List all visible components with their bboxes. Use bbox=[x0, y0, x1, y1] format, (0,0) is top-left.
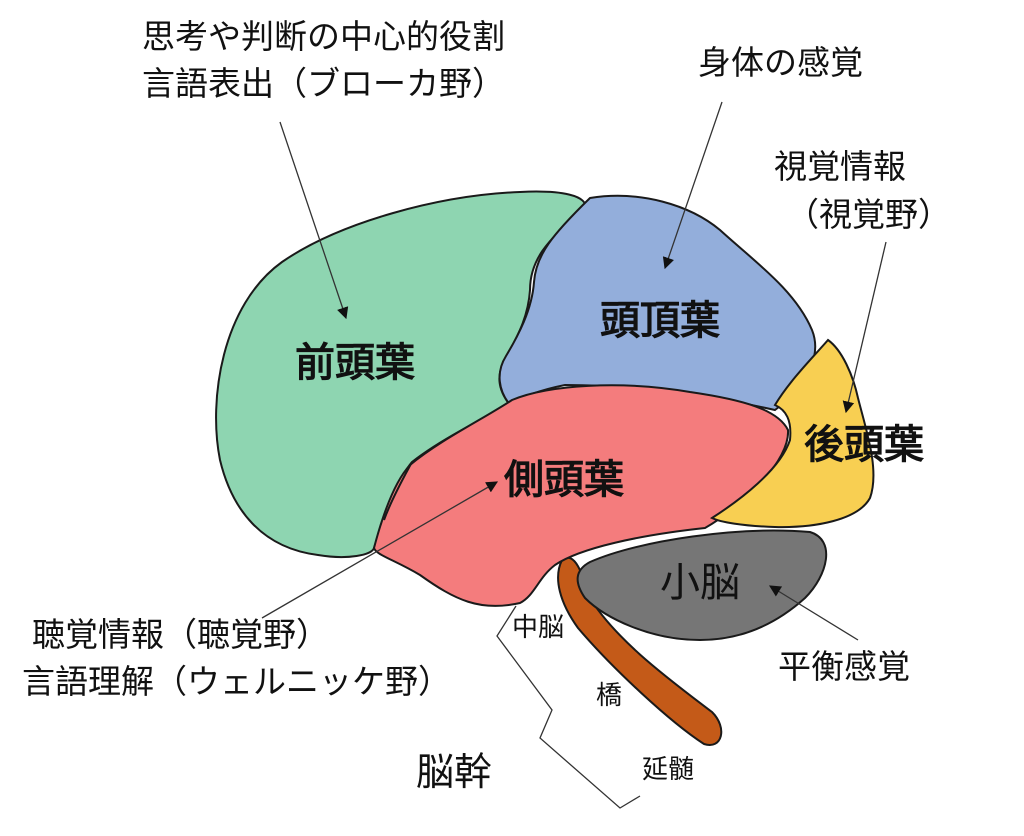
temporal-annotation-line1: 聴覚情報（聴覚野） bbox=[32, 615, 329, 654]
frontal-annotation-arrow bbox=[279, 121, 349, 320]
cerebellum-label: 小脳 bbox=[660, 560, 740, 606]
brainstem-bracket bbox=[496, 605, 641, 809]
cerebellum-annotation: 平衡感覚 bbox=[778, 647, 910, 686]
temporal-lobe-region bbox=[372, 384, 790, 607]
temporal-annotation-arrow bbox=[261, 481, 499, 619]
frontal-annotation-line2: 言語表出（ブローカ野） bbox=[142, 64, 505, 103]
occipital-lobe-label: 後頭葉 bbox=[804, 422, 925, 468]
brainstem-part-medulla: 延髄 bbox=[642, 755, 694, 785]
parietal-lobe-label: 頭頂葉 bbox=[600, 298, 721, 344]
brainstem-title: 脳幹 bbox=[416, 750, 492, 794]
cerebellum-region bbox=[576, 529, 828, 642]
occipital-annotation-arrow bbox=[842, 241, 887, 414]
occipital-annotation-line1: 視覚情報 bbox=[774, 147, 906, 186]
temporal-lobe-label: 側頭葉 bbox=[503, 457, 625, 503]
temporal-annotation-line2: 言語理解（ウェルニッケ野） bbox=[22, 662, 451, 701]
temporal-seam bbox=[383, 461, 413, 521]
frontal-annotation-line1: 思考や判断の中心的役割 bbox=[142, 17, 505, 56]
occipital-annotation-line2: （視覚野） bbox=[786, 195, 951, 234]
parietal-annotation: 身体の感覚 bbox=[698, 43, 863, 82]
occipital-lobe-region bbox=[709, 338, 875, 529]
cerebellum-annotation-arrow bbox=[769, 585, 859, 641]
parietal-annotation-arrow bbox=[662, 101, 723, 270]
frontal-lobe-label: 前頭葉 bbox=[295, 340, 416, 386]
brainstem-part-midbrain: 中脳 bbox=[512, 613, 564, 643]
brainstem-part-pons: 橋 bbox=[596, 681, 622, 711]
